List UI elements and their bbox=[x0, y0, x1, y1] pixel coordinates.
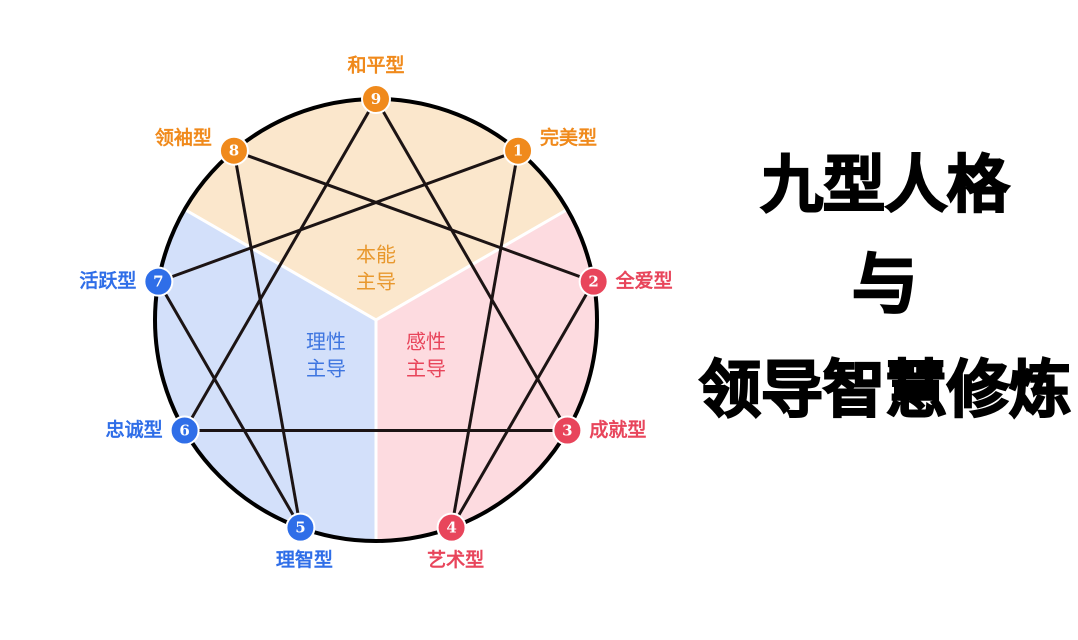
type-number-7: 7 bbox=[153, 273, 163, 291]
connection-5-7 bbox=[157, 280, 302, 529]
connection-9-3 bbox=[374, 98, 569, 432]
connection-8-5 bbox=[232, 150, 302, 528]
type-node-7 bbox=[143, 266, 174, 297]
type-label-8: 领袖型 bbox=[155, 126, 212, 149]
type-label-9: 和平型 bbox=[347, 54, 404, 77]
type-label-1: 完美型 bbox=[540, 126, 597, 149]
center-label-instinct-top: 本能 bbox=[356, 243, 396, 267]
type-node-9 bbox=[361, 84, 391, 114]
center-label-feeling-bottom: 主导 bbox=[406, 357, 446, 381]
title-line-3: 领导智慧修炼 bbox=[698, 353, 1072, 426]
type-node-3 bbox=[552, 415, 583, 446]
center-label-thinking-top: 理性 bbox=[306, 330, 346, 354]
connection-6-9 bbox=[183, 98, 378, 432]
type-number-6: 6 bbox=[179, 422, 189, 440]
type-node-8 bbox=[218, 135, 249, 166]
connection-4-2 bbox=[450, 280, 595, 529]
center-label-thinking-bottom: 主导 bbox=[306, 357, 346, 381]
center-sectors bbox=[153, 97, 599, 543]
center-label-instinct-bottom: 主导 bbox=[356, 270, 396, 294]
type-label-5: 理智型 bbox=[276, 548, 333, 571]
type-node-4 bbox=[436, 512, 467, 543]
type-label-6: 忠诚型 bbox=[106, 418, 163, 441]
connection-2-8 bbox=[233, 149, 595, 284]
type-node-1 bbox=[503, 135, 534, 166]
type-number-2: 2 bbox=[588, 273, 598, 291]
type-label-4: 艺术型 bbox=[427, 548, 484, 571]
type-label-7: 活跃型 bbox=[79, 269, 136, 292]
type-number-8: 8 bbox=[229, 142, 239, 160]
type-node-6 bbox=[169, 415, 200, 446]
type-number-9: 9 bbox=[371, 90, 381, 108]
type-nodes: 1 2 3 4 5 6 7 8 9 bbox=[143, 84, 609, 543]
type-node-2 bbox=[578, 266, 609, 297]
type-number-4: 4 bbox=[446, 519, 456, 537]
type-number-1: 1 bbox=[513, 142, 523, 160]
title-line-2: 与 bbox=[851, 246, 919, 323]
connection-1-4 bbox=[450, 150, 520, 528]
type-label-2: 全爱型 bbox=[615, 269, 673, 292]
connection-lines bbox=[157, 98, 595, 529]
type-node-5 bbox=[285, 512, 316, 543]
center-label-feeling-top: 感性 bbox=[406, 330, 446, 354]
type-label-3: 成就型 bbox=[589, 418, 646, 441]
title-line-1: 九型人格 bbox=[760, 148, 1010, 221]
type-number-3: 3 bbox=[562, 422, 572, 440]
connection-7-1 bbox=[157, 149, 519, 284]
type-number-5: 5 bbox=[295, 519, 305, 537]
